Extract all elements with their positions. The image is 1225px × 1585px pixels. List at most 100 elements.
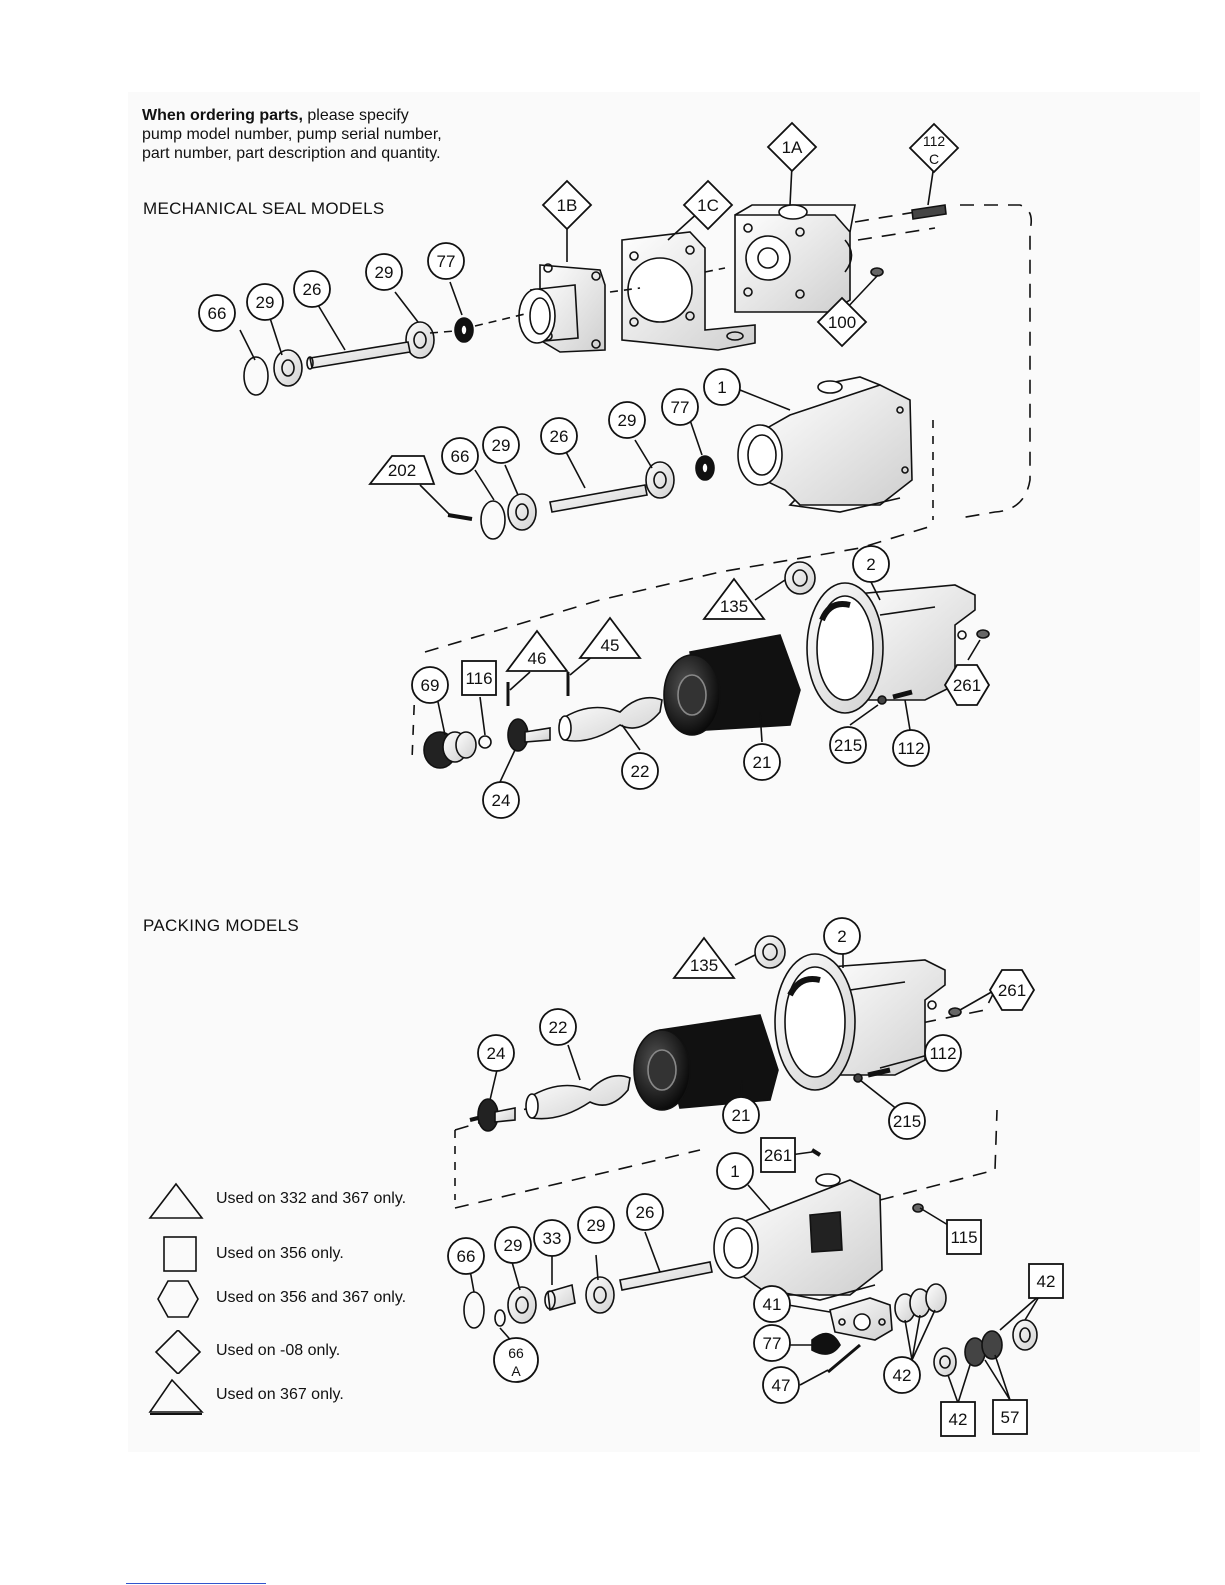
callout-circle-24: 24 xyxy=(482,781,520,819)
svg-text:42: 42 xyxy=(1037,1272,1056,1291)
callout-circle-66: 66 xyxy=(198,294,236,332)
callout-tri-45: 45 xyxy=(578,616,642,659)
callout-circle-1: 1 xyxy=(703,368,741,406)
housing-1-mech xyxy=(737,376,913,513)
svg-text:135: 135 xyxy=(720,597,748,616)
rotor-22-pack xyxy=(525,1074,631,1120)
trapezoid-icon xyxy=(148,1378,204,1415)
bearing-29-lower-left xyxy=(507,493,537,531)
ordering-note-line1: please specify xyxy=(307,107,409,124)
svg-text:26: 26 xyxy=(636,1203,655,1222)
svg-text:22: 22 xyxy=(631,762,650,781)
svg-text:22: 22 xyxy=(549,1018,568,1037)
callout-circle-2: 2 xyxy=(852,545,890,583)
callout-circle-77: 77 xyxy=(753,1324,791,1362)
callout-circle-215: 215 xyxy=(829,726,867,764)
plug-115 xyxy=(912,1203,924,1213)
svg-text:100: 100 xyxy=(828,313,856,332)
spacer-33 xyxy=(544,1283,576,1312)
svg-text:77: 77 xyxy=(437,252,456,271)
svg-text:21: 21 xyxy=(732,1106,751,1125)
callout-tri-135: 135 xyxy=(702,577,766,620)
housing-1-pack xyxy=(713,1173,883,1301)
svg-text:26: 26 xyxy=(303,280,322,299)
svg-text:1: 1 xyxy=(717,378,726,397)
retaining-ring-66a xyxy=(494,1309,506,1327)
washer-116 xyxy=(478,735,492,749)
callout-circle-69: 69 xyxy=(411,666,449,704)
callout-square-42: 42 xyxy=(1028,1263,1064,1299)
hexagon-icon xyxy=(157,1280,199,1318)
pin-100 xyxy=(870,267,884,277)
pump-body-2-mech xyxy=(806,582,976,714)
callout-circle-29: 29 xyxy=(365,253,403,291)
bearing-29-upper-left xyxy=(273,349,303,387)
screw-261-pack xyxy=(948,1007,962,1017)
stator-21-mech xyxy=(663,634,801,736)
callout-circle-26: 26 xyxy=(540,417,578,455)
svg-text:2: 2 xyxy=(837,927,846,946)
svg-text:26: 26 xyxy=(550,427,569,446)
callout-circle-26: 26 xyxy=(293,270,331,308)
svg-text:41: 41 xyxy=(763,1295,782,1314)
bracket-1a xyxy=(734,204,856,313)
svg-text:66: 66 xyxy=(508,1345,524,1361)
assembly-guide-line xyxy=(424,524,936,653)
gland-41 xyxy=(829,1297,893,1341)
svg-text:202: 202 xyxy=(388,461,416,480)
retaining-ring-66-lower xyxy=(480,500,506,540)
pins-45-46 xyxy=(506,672,570,706)
bearing-29-pack-right xyxy=(585,1276,615,1314)
svg-text:29: 29 xyxy=(618,411,637,430)
bushing-135-pack xyxy=(754,935,786,969)
bolt-112c xyxy=(911,204,947,220)
assembly-guide-line xyxy=(857,227,936,241)
callout-circle-77: 77 xyxy=(661,388,699,426)
svg-text:116: 116 xyxy=(465,669,492,688)
callout-circle-29: 29 xyxy=(482,426,520,464)
callout-trap-202: 202 xyxy=(368,455,436,485)
svg-text:112: 112 xyxy=(929,1044,956,1063)
callout-circle-42: 42 xyxy=(883,1356,921,1394)
pump-body-2-pack xyxy=(774,953,946,1091)
screw-261-mech xyxy=(976,629,990,639)
bearing-29-pack-left xyxy=(507,1286,537,1324)
retaining-ring-66-upper xyxy=(243,356,269,396)
callout-square-261: 261 xyxy=(760,1137,796,1173)
callout-diamond-1b: 1B xyxy=(541,179,593,231)
svg-text:24: 24 xyxy=(492,791,511,810)
callout-circle-66: 66 xyxy=(447,1237,485,1275)
callout-circle-24: 24 xyxy=(477,1034,515,1072)
svg-text:29: 29 xyxy=(504,1236,523,1255)
assembly-guide-line xyxy=(411,684,416,761)
callout-tri-46: 46 xyxy=(505,629,569,672)
ordering-note-line2: pump model number, pump serial number, xyxy=(142,126,442,143)
svg-text:215: 215 xyxy=(834,736,862,755)
callout-circle-41: 41 xyxy=(753,1285,791,1323)
callout-square-115: 115 xyxy=(946,1219,982,1255)
svg-text:1C: 1C xyxy=(697,196,719,215)
svg-text:66: 66 xyxy=(451,447,470,466)
legend-diamond-text: Used on -08 only. xyxy=(216,1342,341,1359)
packing-heading: PACKING MODELS xyxy=(143,916,299,935)
callout-hex-261: 261 xyxy=(943,664,991,706)
rotor-22-mech xyxy=(558,696,663,742)
stud-47 xyxy=(827,1343,861,1374)
stator-21-pack xyxy=(633,1014,779,1111)
washer-215-mech xyxy=(877,695,887,705)
mechanical-seal-heading: MECHANICAL SEAL MODELS xyxy=(143,199,385,218)
legend-diamond: Used on -08 only. xyxy=(148,1330,448,1374)
triangle-icon xyxy=(148,1182,204,1219)
svg-text:45: 45 xyxy=(601,636,620,655)
shaft-26-pack xyxy=(619,1261,713,1291)
callout-circle-112: 112 xyxy=(892,729,930,767)
svg-text:1: 1 xyxy=(730,1162,739,1181)
svg-text:69: 69 xyxy=(421,676,440,695)
callout-diamond-100: 100 xyxy=(816,296,868,348)
legend-hexagon-text: Used on 356 and 367 only. xyxy=(216,1289,407,1306)
svg-text:66: 66 xyxy=(208,304,227,323)
legend-square-text: Used on 356 only. xyxy=(216,1245,344,1262)
svg-text:77: 77 xyxy=(671,398,690,417)
callout-circle-47: 47 xyxy=(762,1366,800,1404)
callout-diamond-1c: 1C xyxy=(682,179,734,231)
